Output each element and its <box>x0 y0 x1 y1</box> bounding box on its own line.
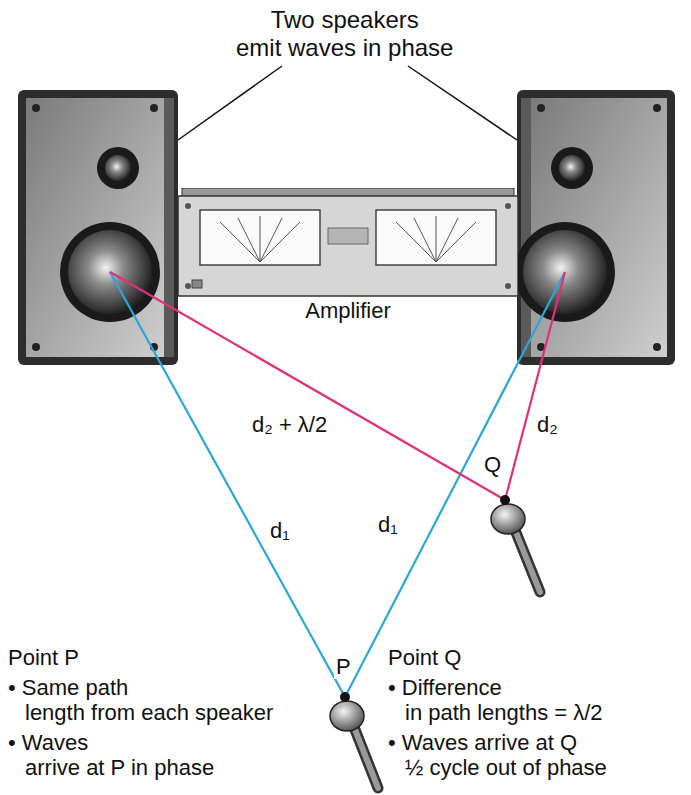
path-line <box>110 272 565 697</box>
left-speaker <box>18 90 178 365</box>
amplifier-body <box>220 222 260 262</box>
amplifier-body <box>260 216 261 262</box>
amplifier-body <box>220 216 476 262</box>
path-line <box>110 272 345 697</box>
amplifier-body <box>436 216 437 262</box>
path-length-label: d₁ <box>268 518 292 543</box>
point-heading: Point P <box>8 645 79 670</box>
amplifier-body <box>238 218 260 262</box>
path-line <box>505 272 565 500</box>
path-length-label: d₁ <box>376 512 400 537</box>
microphone <box>330 692 378 788</box>
right-speaker <box>517 90 675 365</box>
microphone <box>500 495 510 505</box>
amplifier-body <box>505 283 511 289</box>
right-speaker <box>521 98 531 357</box>
pointer-line <box>178 66 517 140</box>
left-speaker <box>105 155 131 181</box>
left-speaker <box>97 147 139 189</box>
amplifier-body <box>185 283 191 289</box>
amplifier-body <box>178 196 518 296</box>
path-length-label: d₂ <box>535 412 560 437</box>
amplifier-box: Amplifier <box>178 188 518 323</box>
point-label: P <box>334 654 353 679</box>
amplifier-body <box>178 188 518 298</box>
microphone <box>352 722 378 788</box>
left-speaker <box>26 98 164 357</box>
bullet-note: • Waves arrive at P in phase <box>8 730 214 780</box>
amplifier-body <box>328 228 368 244</box>
right-speaker <box>653 343 661 351</box>
right-speaker <box>653 104 661 112</box>
amplifier-body <box>260 222 300 262</box>
microphone <box>513 525 540 592</box>
left-speaker <box>18 90 178 365</box>
microphone <box>352 722 378 788</box>
amplifier-body <box>396 222 436 262</box>
microphone <box>330 701 364 731</box>
bullet-note: • Difference in path lengths = λ/2 <box>388 675 603 725</box>
path-line <box>345 272 565 697</box>
amplifier-body <box>505 203 511 209</box>
microphone <box>513 525 540 592</box>
microphone <box>491 504 525 534</box>
right-speaker <box>537 104 545 112</box>
right-speaker <box>551 147 593 189</box>
left-speaker <box>32 104 40 112</box>
amplifier-body <box>436 222 476 262</box>
amplifier-body <box>260 218 282 262</box>
amplifier-body <box>200 210 320 265</box>
callout-text: Two speakers emit waves in phase <box>236 6 453 62</box>
amplifier-label: Amplifier <box>178 298 518 323</box>
left-speaker <box>164 98 174 357</box>
left-speaker <box>150 104 158 112</box>
bullet-note: • Same path length from each speaker <box>8 675 273 725</box>
microphone <box>491 495 540 592</box>
amplifier-body <box>192 280 202 288</box>
amplifier-body <box>376 210 496 265</box>
amplifier-body <box>436 218 458 262</box>
bullet-note: • Waves arrive at Q ½ cycle out of phase <box>388 730 607 780</box>
point-label: Q <box>482 452 503 477</box>
pointer-line <box>178 66 282 140</box>
amplifier-body <box>414 218 436 262</box>
left-speaker <box>32 343 40 351</box>
microphone <box>340 692 350 702</box>
point-heading: Point Q <box>388 645 461 670</box>
path-length-label: d₂ + λ/2 <box>250 412 329 437</box>
amplifier-body <box>185 203 191 209</box>
pointer-line <box>408 66 517 140</box>
right-speaker <box>559 155 585 181</box>
